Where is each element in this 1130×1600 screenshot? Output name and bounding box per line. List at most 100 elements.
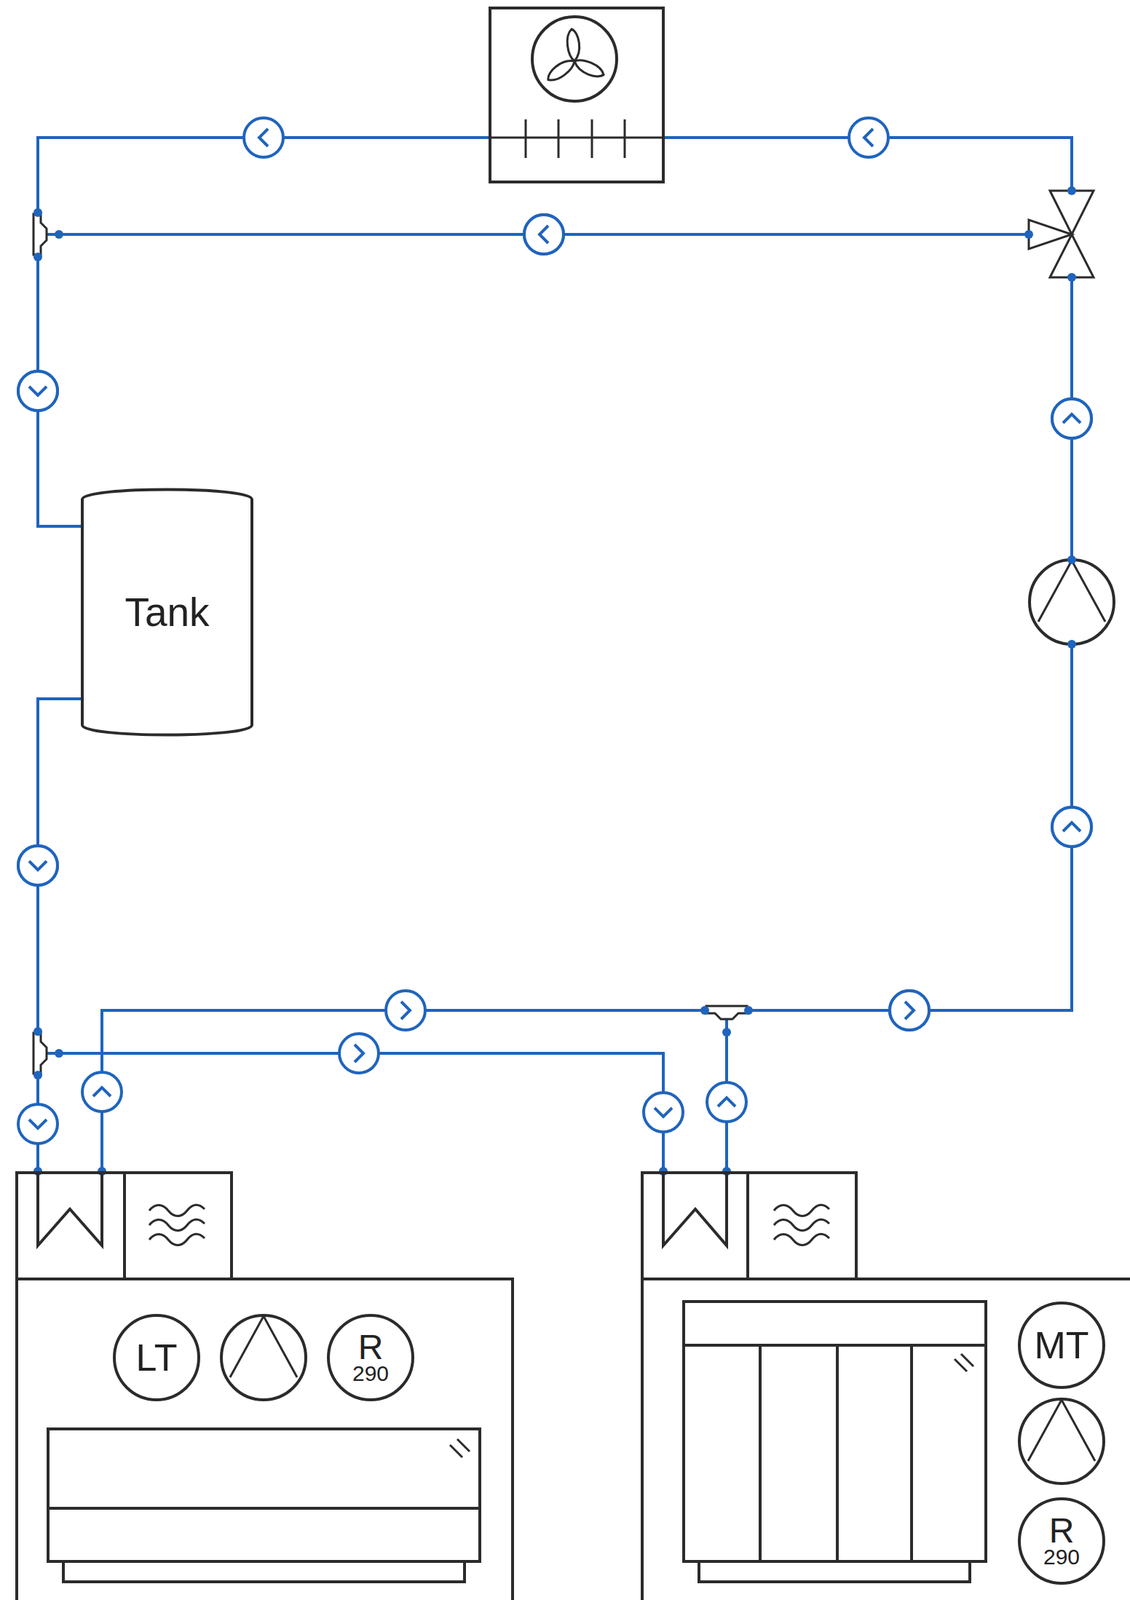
pump-mark: [1038, 560, 1106, 622]
badge-text: 290: [352, 1363, 389, 1385]
flow-chevron: [29, 1119, 47, 1129]
condensing-unit-box: [16, 1172, 232, 1280]
flow-indicator-ring: [1052, 398, 1092, 439]
flow-indicator-ring: [524, 214, 564, 255]
wave-line: [149, 1204, 205, 1216]
multideck-body: [683, 1301, 986, 1562]
flow-indicator-ring: [1052, 807, 1092, 847]
tee-shape: [33, 1033, 47, 1074]
flow-indicator: [18, 846, 58, 886]
junction-dot: [700, 1006, 710, 1015]
unit-divider: [746, 1172, 750, 1280]
coil-fin: [591, 119, 594, 158]
badge-text: R: [1049, 1515, 1075, 1548]
flow-indicator: [18, 371, 58, 411]
junction-dot: [33, 252, 43, 262]
glass-glint: [961, 1354, 974, 1367]
flow-chevron: [864, 128, 873, 147]
multideck-divider: [910, 1345, 914, 1562]
coil-fin: [623, 119, 627, 158]
flow-indicator-ring: [243, 117, 284, 158]
refrigerant-badge: R290: [1017, 1497, 1106, 1586]
flow-indicator-ring: [889, 990, 930, 1031]
refrigerant-badge: R290: [326, 1314, 415, 1402]
flow-chevron: [905, 1001, 914, 1020]
tee-fitting: [33, 214, 47, 255]
tank-label: Tank: [124, 590, 209, 635]
temperature-badge: LT: [112, 1314, 201, 1402]
tee-fitting: [706, 1006, 748, 1020]
coil-fin: [524, 119, 528, 158]
junction-dot: [1067, 555, 1077, 565]
unit-divider: [123, 1172, 126, 1280]
flow-indicator: [1052, 398, 1092, 439]
flow-indicator: [524, 214, 564, 255]
glass-glint: [449, 1445, 463, 1458]
pipe-connector: [18, 214, 1092, 1172]
three-way-valve: [1028, 190, 1094, 278]
freezer-base: [63, 1561, 465, 1583]
junction-dot: [1024, 230, 1034, 239]
tee-shape: [706, 1006, 748, 1020]
flow-indicator-ring: [339, 1033, 379, 1074]
flow-indicator-ring: [706, 1082, 747, 1122]
flow-indicator: [339, 1033, 379, 1074]
junction-dot: [744, 1006, 753, 1015]
flow-indicator-ring: [385, 990, 426, 1031]
compressor-mark: [1028, 1400, 1096, 1462]
heat-waves: [149, 1204, 830, 1246]
fan-blades: [544, 29, 606, 84]
flow-indicator: [889, 990, 930, 1031]
flow-chevron: [259, 128, 268, 147]
flow-chevron: [29, 861, 47, 871]
flow-indicator: [848, 117, 889, 158]
wave-line: [149, 1219, 205, 1231]
flow-chevron: [354, 1044, 364, 1063]
multideck-divider: [835, 1345, 839, 1562]
junction-dot: [1067, 186, 1077, 196]
flow-indicator: [1052, 807, 1092, 847]
flow-indicator-ring: [18, 371, 58, 411]
cabinet-outline: [15, 1171, 513, 1600]
cabinet-body: [16, 1279, 513, 1600]
pipe-line: [37, 234, 1072, 1172]
pump-circle: [1029, 559, 1114, 645]
fan-circle: [532, 16, 617, 102]
valve-triangle: [1049, 234, 1094, 278]
flow-indicator-ring: [18, 846, 58, 886]
flow-indicator: [1052, 807, 1092, 847]
cabinet-body: [642, 1279, 1130, 1600]
wave-line: [149, 1234, 205, 1246]
pipe-connector: [18, 698, 81, 1172]
mt-cabinet: MT R290: [640, 1171, 1130, 1600]
condenser-coil: [663, 1171, 727, 1246]
flow-indicator-ring: [889, 990, 930, 1031]
tee-shape: [33, 214, 47, 255]
multideck-cabinet: [683, 1301, 986, 1583]
valve-triangle: [1028, 219, 1072, 250]
flow-indicator-ring: [82, 1072, 122, 1112]
junction-dots: [33, 186, 1077, 1176]
flow-indicator-ring: [643, 1092, 683, 1133]
glass-glint: [457, 1439, 470, 1452]
valve-triangle: [1049, 190, 1094, 235]
multideck-header-line: [683, 1344, 986, 1347]
flow-indicator-ring: [18, 1104, 58, 1144]
compressor-mark: [230, 1316, 298, 1378]
flow-indicator: [524, 214, 564, 255]
flow-indicator-ring: [1052, 398, 1092, 439]
flow-chevron: [29, 386, 47, 396]
flow-chevron: [1063, 414, 1081, 424]
temperature-badge: MT: [1017, 1301, 1106, 1390]
flow-indicator-ring: [18, 846, 58, 886]
flow-chevron: [654, 1108, 673, 1117]
cooler-coil: [490, 136, 664, 140]
flow-indicator: [643, 1092, 683, 1133]
flow-chevron: [401, 1001, 410, 1020]
compressor-circle: [1019, 1399, 1104, 1484]
wave-line: [773, 1234, 830, 1246]
flow-indicator: [1052, 398, 1092, 439]
pipe-connector: [18, 214, 1092, 1172]
badge-text: R: [358, 1331, 384, 1364]
junction-dot: [54, 1049, 64, 1058]
